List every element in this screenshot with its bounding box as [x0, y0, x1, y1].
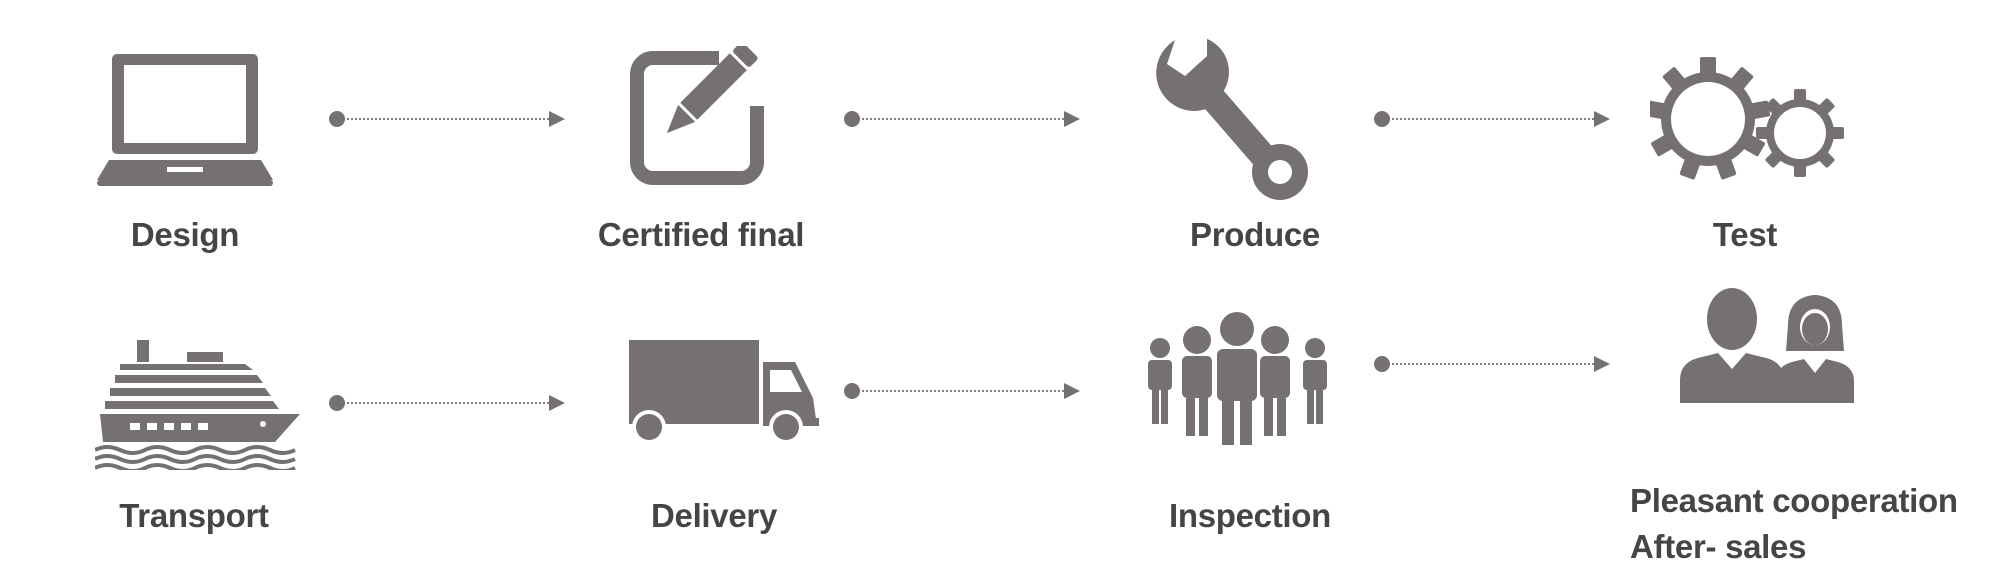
connector-arrow [327, 109, 567, 129]
step-label-after-sales: Pleasant cooperation After- sales [1630, 478, 1958, 570]
connector-arrow [1372, 354, 1612, 374]
step-label-certified-final: Certified final [597, 216, 805, 253]
step-label-line-1: Pleasant cooperation [1630, 482, 1958, 519]
step-label-line-2: After- sales [1630, 528, 1807, 565]
connector-arrow [327, 393, 567, 413]
step-label-produce: Produce [1190, 216, 1320, 253]
connector-arrow [842, 381, 1082, 401]
step-label-transport: Transport [119, 497, 269, 534]
people-icon [1680, 285, 1860, 405]
laptop-icon [95, 52, 275, 187]
edit-pencil-icon [627, 46, 775, 186]
connector-arrow [842, 109, 1082, 129]
step-label-inspection: Inspection [1168, 497, 1332, 534]
crowd-icon [1145, 312, 1330, 446]
step-label-design: Design [130, 216, 240, 253]
gears-icon [1650, 56, 1845, 181]
truck-icon [627, 340, 819, 444]
connector-arrow [1372, 109, 1612, 129]
wrench-icon [1155, 34, 1310, 204]
cruise-ship-icon [95, 338, 300, 470]
step-label-test: Test [1712, 216, 1778, 253]
step-label-delivery: Delivery [650, 497, 778, 534]
